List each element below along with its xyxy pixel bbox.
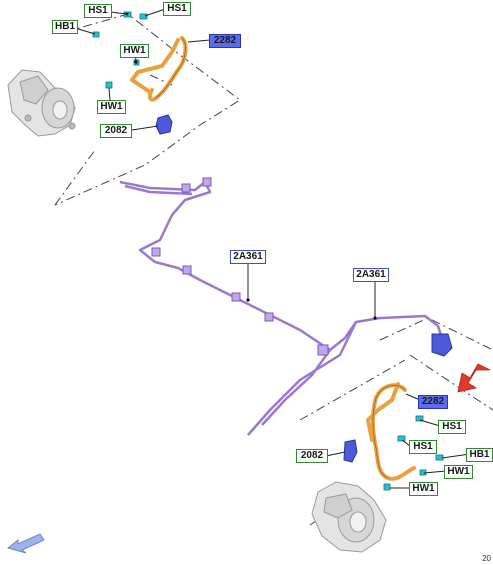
callout-hs1: HS1	[84, 4, 112, 18]
callout-hw1: HW1	[97, 100, 126, 114]
callout-2082: 2082	[296, 449, 328, 463]
callout-hs1: HS1	[438, 420, 466, 434]
clip-icon	[397, 435, 406, 442]
lower-brake-hose	[366, 382, 416, 481]
callout-hw1: HW1	[120, 44, 149, 58]
brackets	[155, 114, 453, 463]
red-pointer-arrow-icon	[457, 363, 491, 393]
vehicle-direction-arrow-icon	[6, 533, 45, 554]
leader-lines	[74, 8, 471, 489]
callout-hw1: HW1	[444, 465, 473, 479]
brake-pipe-routing	[119, 180, 447, 436]
lower-hose-outline	[372, 384, 406, 479]
bolt-icon	[92, 31, 100, 38]
clip-icon	[139, 13, 148, 20]
callout-2a361: 2A361	[230, 250, 266, 264]
callout-2282: 2282	[418, 395, 448, 409]
diagram-reference-number: 20	[482, 554, 491, 563]
callout-2082: 2082	[100, 124, 132, 138]
upper-hose-outline	[155, 37, 186, 99]
lower-brake-assembly	[311, 481, 387, 553]
upper-brake-assembly	[7, 69, 76, 137]
upper-bracket-2082	[155, 114, 173, 135]
fasteners	[92, 11, 444, 491]
leader-dots	[125, 12, 377, 320]
bolt-icon	[383, 483, 391, 491]
clip-icon	[415, 415, 424, 422]
callout-hb1: HB1	[52, 20, 78, 34]
callout-hs1: HS1	[409, 440, 437, 454]
callout-2a361: 2A361	[353, 268, 389, 282]
bolt-icon	[105, 81, 113, 89]
callout-hs1: HS1	[163, 2, 191, 16]
pipe-end-bracket	[431, 333, 453, 357]
bolt-icon	[435, 454, 444, 461]
callout-hw1: HW1	[409, 482, 438, 496]
callout-2282: 2282	[209, 34, 241, 48]
lower-bracket-2082	[343, 439, 358, 463]
callout-hb1: HB1	[466, 448, 493, 462]
